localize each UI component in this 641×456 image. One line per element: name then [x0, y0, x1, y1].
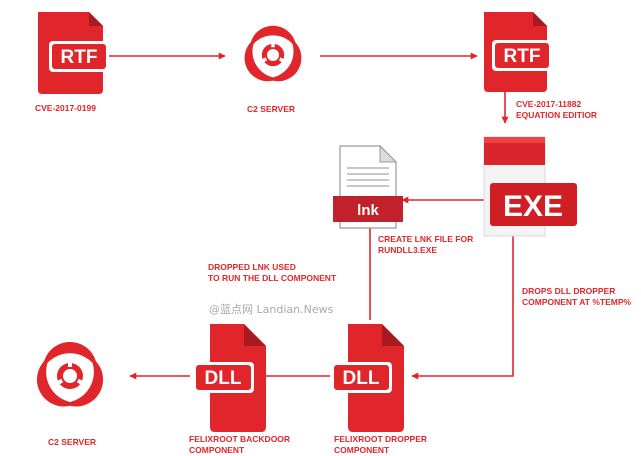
rtf-badge-text: RTF [61, 47, 98, 68]
dropped-lnk-annotation: DROPPED LNK USED TO RUN THE DLL COMPONEN… [208, 262, 336, 284]
lnk-badge-text: lnk [357, 202, 379, 219]
dropped-lnk-line2: TO RUN THE DLL COMPONENT [208, 273, 337, 283]
lnk-label-line2: RUNDLL3.EXE [378, 245, 438, 255]
rtf-source-label: CVE-2017-0199 [35, 103, 96, 113]
exe-file-icon: EXE [483, 136, 577, 237]
drops-dll-annotation: DROPS DLL DROPPER COMPONENT AT %TEMP% [522, 286, 631, 308]
arrow-exe-to-dropper [411, 235, 514, 380]
dll-backdoor-label-line2: COMPONENT [189, 445, 245, 455]
drops-dll-line2: COMPONENT AT %TEMP% [522, 297, 632, 307]
dll-dropper-document-icon: DLL [331, 324, 404, 432]
c2-server-bottom-biohazard-icon [25, 340, 115, 419]
lnk-label: CREATE LNK FILE FOR RUNDLL3.EXE [378, 234, 473, 256]
rtf-exploit-badge-text: RTF [504, 46, 541, 67]
rtf-exploit-label: CVE-2017-11882 EQUATION EDITIOR [516, 99, 597, 121]
drops-dll-line1: DROPS DLL DROPPER [522, 286, 616, 296]
dll-dropper-badge-text: DLL [343, 368, 380, 389]
c2-server-bottom-label: C2 SERVER [48, 437, 97, 447]
dll-backdoor-label: FELIXROOT BACKDOOR COMPONENT [189, 434, 290, 456]
dll-dropper-label-line2: COMPONENT [334, 445, 390, 455]
lnk-file-icon: lnk [333, 144, 403, 229]
rtf-exploit-label-line1: CVE-2017-11882 [516, 99, 582, 109]
dll-backdoor-label-line1: FELIXROOT BACKDOOR [189, 434, 291, 444]
dll-dropper-label-line1: FELIXROOT DROPPER [334, 434, 428, 444]
dropped-lnk-line1: DROPPED LNK USED [208, 262, 296, 272]
c2-server-top-label: C2 SERVER [247, 104, 296, 114]
exe-badge-text: EXE [503, 190, 563, 223]
lnk-label-line1: CREATE LNK FILE FOR [378, 234, 474, 244]
dll-backdoor-badge-text: DLL [205, 368, 242, 389]
rtf-exploit-document-icon: RTF [484, 12, 552, 92]
dll-backdoor-document-icon: DLL [193, 324, 266, 432]
c2-server-top-biohazard-icon [234, 24, 312, 92]
rtf-document-icon: RTF [38, 12, 109, 94]
rtf-exploit-label-line2: EQUATION EDITIOR [516, 110, 598, 120]
watermark-text: @蓝点网 Landian.News [209, 303, 334, 316]
connectors [108, 52, 514, 380]
dll-dropper-label: FELIXROOT DROPPER COMPONENT [334, 434, 427, 456]
